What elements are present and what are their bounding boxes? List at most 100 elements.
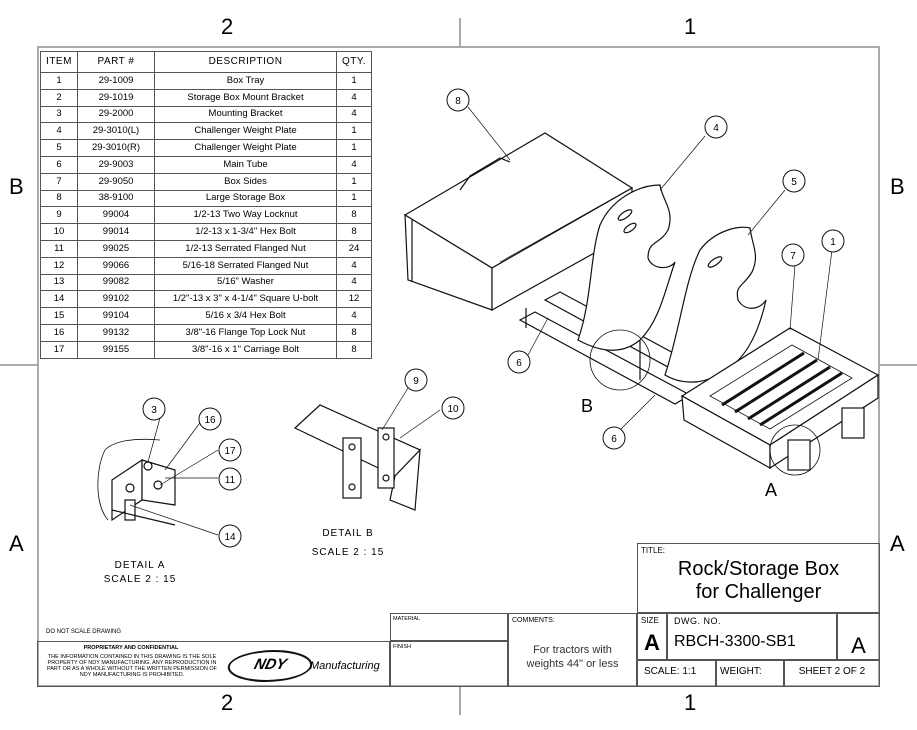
dwg-no-value: RBCH-3300-SB1 xyxy=(674,633,796,650)
size-cell: SIZE A xyxy=(637,613,667,660)
svg-text:17: 17 xyxy=(224,446,236,457)
svg-text:3: 3 xyxy=(151,405,157,416)
zone-label-left-b: B xyxy=(9,174,24,199)
no-scale-note: DO NOT SCALE DRAWING xyxy=(46,629,122,635)
balloon-6-lower: 6 xyxy=(602,426,626,450)
weight-label: WEIGHT: xyxy=(720,666,762,677)
svg-text:10: 10 xyxy=(447,404,459,415)
detail-a-scale: SCALE 2 : 15 xyxy=(104,574,177,585)
size-label: SIZE xyxy=(641,616,659,625)
detail-a-marker: A xyxy=(765,480,777,500)
zone-label-top-1: 1 xyxy=(684,14,697,39)
detail-b-marker: B xyxy=(581,396,593,416)
proprietary-text: THE INFORMATION CONTAINED IN THIS DRAWIN… xyxy=(46,654,217,678)
zone-label-right-b: B xyxy=(890,174,905,199)
zone-divider-top xyxy=(459,18,461,46)
balloon-6-upper: 6 xyxy=(507,350,531,374)
balloon-3: 3 xyxy=(142,397,166,421)
svg-text:14: 14 xyxy=(224,532,236,543)
title-cell: TITLE: Rock/Storage Box for Challenger xyxy=(637,543,880,613)
logo-text: NDY xyxy=(252,656,289,673)
detail-a-drawing xyxy=(97,438,176,526)
svg-text:6: 6 xyxy=(516,358,522,369)
bom-qty: 1 xyxy=(336,189,372,208)
detail-b-scale: SCALE 2 : 15 xyxy=(312,547,385,558)
balloon-1: 1 xyxy=(821,229,845,253)
detail-b-drawing xyxy=(293,404,422,511)
weight-cell: WEIGHT: xyxy=(716,660,784,687)
balloon-8: 8 xyxy=(446,88,470,112)
dwg-no-label: DWG. NO. xyxy=(674,616,721,626)
detail-b-circle xyxy=(589,329,651,391)
scale-cell: SCALE: 1:1 xyxy=(637,660,716,687)
finish-label: FINISH xyxy=(393,644,412,650)
bom-header-part: PART # xyxy=(77,51,155,73)
balloon-5: 5 xyxy=(782,169,806,193)
comments-label: COMMENTS: xyxy=(512,617,555,624)
dwg-no-cell: DWG. NO. RBCH-3300-SB1 xyxy=(667,613,837,660)
balloon-9: 9 xyxy=(404,368,428,392)
zone-label-left-a: A xyxy=(9,531,24,556)
svg-text:8: 8 xyxy=(455,96,461,107)
title-label: TITLE: xyxy=(641,546,666,555)
leader-lines xyxy=(129,106,833,536)
weight-plate-left-drawing xyxy=(577,184,676,351)
drawing-title-line-2: for Challenger xyxy=(695,581,822,603)
svg-text:16: 16 xyxy=(204,415,216,426)
zone-label-right-a: A xyxy=(890,531,905,556)
zone-divider-left xyxy=(0,364,37,366)
zone-label-top-2: 2 xyxy=(221,14,234,39)
zone-label-bottom-2: 2 xyxy=(221,690,234,715)
sheet-cell: SHEET 2 OF 2 xyxy=(784,660,880,687)
size-value: A xyxy=(644,630,660,655)
material-label: MATERIAL xyxy=(393,616,421,622)
svg-text:5: 5 xyxy=(791,177,797,188)
zone-divider-right xyxy=(880,364,917,366)
balloon-4: 4 xyxy=(704,115,728,139)
detail-a-title: DETAIL A xyxy=(115,560,166,571)
bom-header-qty: QTY. xyxy=(336,51,372,73)
bom-qty: 8 xyxy=(336,340,372,359)
svg-text:9: 9 xyxy=(413,376,419,387)
comments-cell: COMMENTS: For tractors with weights 44" … xyxy=(508,613,637,687)
balloon-14: 14 xyxy=(218,524,242,548)
storage-box-drawing xyxy=(403,132,634,312)
balloon-16: 16 xyxy=(198,407,222,431)
drawing-title-line-1: Rock/Storage Box xyxy=(677,558,840,580)
svg-text:7: 7 xyxy=(790,251,796,262)
material-cell: MATERIAL xyxy=(390,613,508,641)
finish-cell: FINISH xyxy=(390,641,508,687)
scale-value: SCALE: 1:1 xyxy=(644,666,697,677)
detail-b-title: DETAIL B xyxy=(322,528,373,539)
svg-text:11: 11 xyxy=(225,475,236,486)
balloon-10: 10 xyxy=(441,396,465,420)
balloon-17: 17 xyxy=(218,438,242,462)
company-name: Manufacturing xyxy=(310,660,380,672)
bom-header-row: ITEM PART # DESCRIPTION QTY. xyxy=(40,51,372,73)
comments-line-2: weights 44" or less xyxy=(526,658,619,670)
sheet-value: SHEET 2 OF 2 xyxy=(798,666,866,677)
svg-text:1: 1 xyxy=(830,237,836,248)
svg-text:4: 4 xyxy=(713,123,719,134)
rev-value: A xyxy=(851,633,866,658)
svg-text:6: 6 xyxy=(611,434,617,445)
detail-a-circle xyxy=(769,424,821,476)
proprietary-heading: PROPRIETARY AND CONFIDENTIAL xyxy=(83,645,179,651)
balloon-7: 7 xyxy=(781,243,805,267)
rock-box-tray-drawing xyxy=(680,327,880,471)
company-logo-icon: NDY xyxy=(223,650,317,682)
rev-cell: A xyxy=(837,613,880,660)
balloon-11: 11 xyxy=(218,467,242,491)
comments-line-1: For tractors with xyxy=(533,644,612,656)
